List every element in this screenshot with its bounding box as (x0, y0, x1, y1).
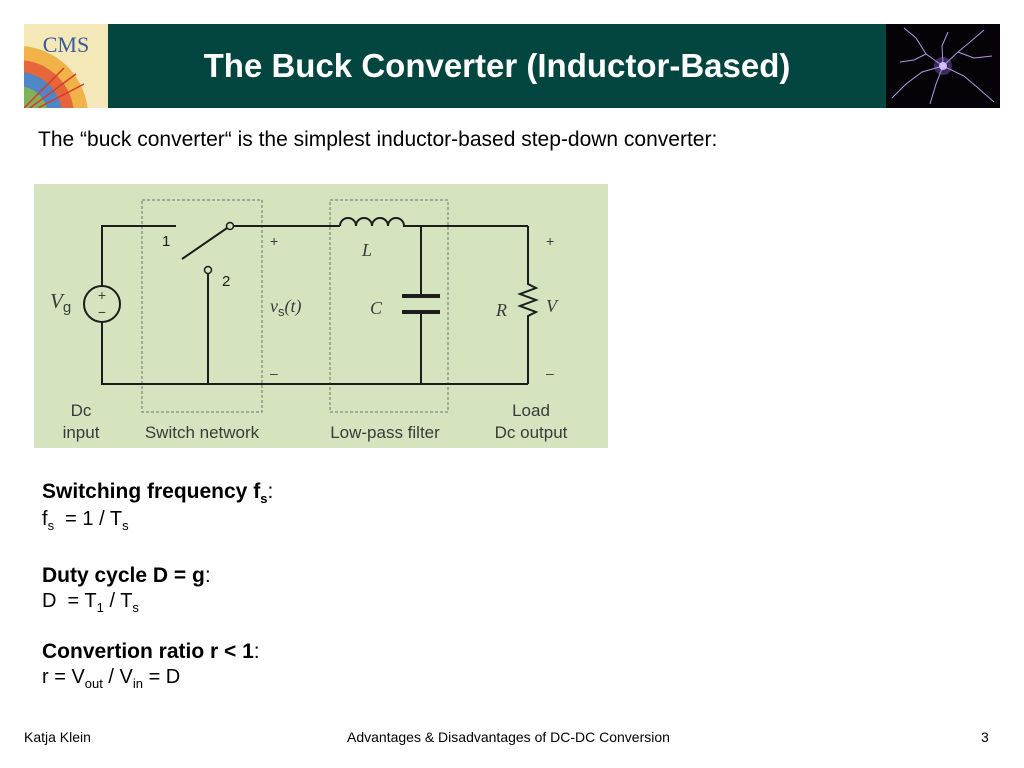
switch-network-box (141, 199, 263, 413)
label-dc-output: Dc output (495, 423, 568, 442)
buck-converter-circuit: + − 1 2 Vg + – vs(t) L C R V + – Dc inpu… (34, 184, 608, 448)
circuit-background (34, 184, 608, 448)
label-dc: Dc (71, 401, 92, 420)
voltage-source-symbol (83, 285, 121, 323)
source-plus-sign: + (98, 287, 106, 303)
label-input: input (63, 423, 100, 442)
wire-top-left (101, 225, 176, 286)
page-title: The Buck Converter (Inductor-Based) (203, 47, 791, 84)
switch-position-1: 1 (162, 233, 170, 250)
page-number: 3 (981, 729, 989, 745)
resistor-symbol (517, 226, 539, 384)
plasma-image (886, 24, 1000, 108)
vg-label: Vg (50, 289, 71, 316)
vs-minus: – (270, 365, 278, 381)
capacitor-label: C (370, 298, 383, 318)
label-switch-network: Switch network (145, 423, 260, 442)
source-minus-sign: − (98, 304, 106, 320)
intro-text: The “buck converter“ is the simplest ind… (38, 128, 718, 151)
duty-cycle-heading: Duty cycle D = g: (42, 564, 211, 587)
cms-logo: CMS (24, 24, 108, 108)
duty-cycle-formula: D = T1 / Ts (42, 590, 139, 615)
conversion-ratio-formula: r = Vout / Vin = D (42, 666, 181, 691)
switching-frequency-heading: Switching frequency fs: (42, 480, 274, 507)
output-minus: – (546, 365, 554, 381)
switch-terminal-2 (203, 265, 213, 275)
footer-author: Katja Klein (24, 729, 91, 745)
output-plus: + (546, 233, 554, 249)
resistor-label: R (495, 300, 507, 320)
output-voltage-label: V (546, 296, 559, 316)
title-bar (24, 24, 1000, 108)
label-load: Load (512, 401, 550, 420)
svg-text:CMS: CMS (43, 32, 89, 57)
switch-terminal-1 (225, 221, 235, 231)
inductor-label: L (361, 240, 372, 260)
vs-plus: + (270, 233, 278, 249)
vs-label: vs(t) (270, 296, 302, 319)
switch-blade (181, 225, 231, 260)
conversion-ratio-block: Convertion ratio r < 1: r = Vout / Vin =… (42, 640, 260, 691)
switching-frequency-block: Switching frequency fs: fs = 1 / Ts (42, 480, 273, 533)
footer-title: Advantages & Disadvantages of DC-DC Conv… (347, 729, 670, 745)
wire-bottom (101, 322, 528, 385)
conversion-ratio-heading: Convertion ratio r < 1: (42, 640, 260, 663)
label-low-pass-filter: Low-pass filter (330, 423, 440, 442)
duty-cycle-block: Duty cycle D = g: D = T1 / Ts (42, 564, 211, 615)
inductor-symbol (339, 217, 406, 227)
switching-frequency-formula: fs = 1 / Ts (42, 508, 129, 534)
switch-position-2: 2 (222, 273, 230, 290)
